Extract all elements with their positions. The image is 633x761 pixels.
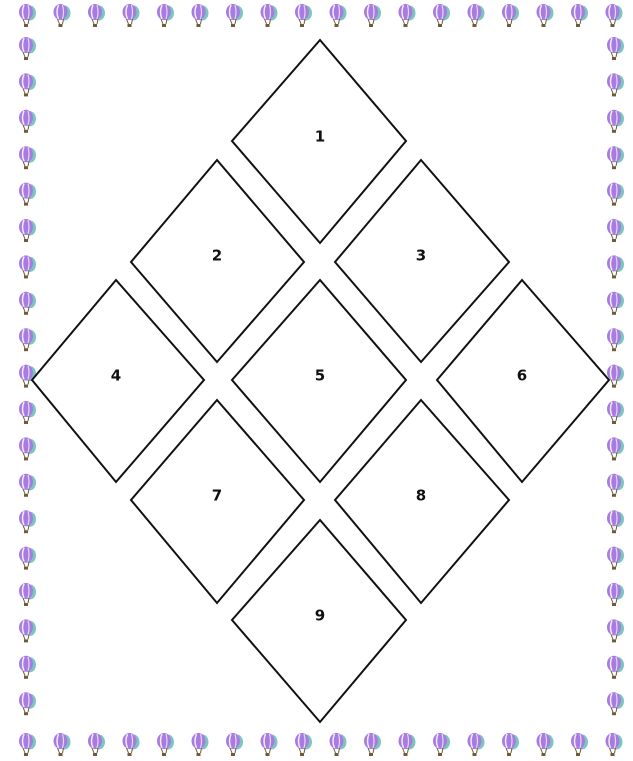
hot-air-balloon-icon	[295, 733, 312, 756]
hot-air-balloon-icon	[607, 292, 624, 315]
hot-air-balloon-icon	[607, 547, 624, 570]
hot-air-balloon-icon	[123, 733, 140, 756]
hot-air-balloon-icon	[88, 733, 105, 756]
hot-air-balloon-icon	[537, 4, 554, 27]
hot-air-balloon-icon	[468, 733, 485, 756]
hot-air-balloon-icon	[330, 4, 347, 27]
hot-air-balloon-icon	[399, 4, 416, 27]
hot-air-balloon-icon	[330, 733, 347, 756]
hot-air-balloon-icon	[157, 4, 174, 27]
hot-air-balloon-icon	[364, 733, 381, 756]
diamond-label-6: 6	[517, 367, 527, 385]
hot-air-balloon-icon	[606, 4, 623, 27]
hot-air-balloon-icon	[54, 733, 71, 756]
hot-air-balloon-icon	[607, 437, 624, 460]
hot-air-balloon-icon	[571, 4, 588, 27]
hot-air-balloon-icon	[19, 547, 36, 570]
hot-air-balloon-icon	[19, 437, 36, 460]
hot-air-balloon-icon	[502, 733, 519, 756]
hot-air-balloon-icon	[19, 510, 36, 533]
hot-air-balloon-icon	[364, 4, 381, 27]
hot-air-balloon-icon	[433, 4, 450, 27]
hot-air-balloon-icon	[607, 474, 624, 497]
hot-air-balloon-icon	[54, 4, 71, 27]
hot-air-balloon-icon	[607, 146, 624, 169]
hot-air-balloon-icon	[502, 4, 519, 27]
hot-air-balloon-icon	[19, 146, 36, 169]
hot-air-balloon-icon	[19, 583, 36, 606]
hot-air-balloon-icon	[607, 73, 624, 96]
hot-air-balloon-icon	[606, 733, 623, 756]
diamond-label-2: 2	[212, 247, 222, 265]
hot-air-balloon-icon	[19, 656, 36, 679]
hot-air-balloon-icon	[19, 733, 36, 756]
hot-air-balloon-icon	[19, 37, 36, 60]
hot-air-balloon-icon	[19, 401, 36, 424]
hot-air-balloon-icon	[19, 255, 36, 278]
hot-air-balloon-icon	[607, 37, 624, 60]
hot-air-balloon-icon	[607, 510, 624, 533]
hot-air-balloon-icon	[537, 733, 554, 756]
hot-air-balloon-icon	[226, 733, 243, 756]
diamond-grid: 1 2 3 4 5 6 7 8	[32, 40, 609, 722]
diamond-label-1: 1	[315, 128, 325, 146]
hot-air-balloon-icon	[261, 4, 278, 27]
hot-air-balloon-icon	[607, 255, 624, 278]
hot-air-balloon-icon	[19, 619, 36, 642]
diamond-label-3: 3	[416, 247, 426, 265]
hot-air-balloon-icon	[19, 365, 36, 388]
hot-air-balloon-icon	[607, 110, 624, 133]
hot-air-balloon-icon	[226, 4, 243, 27]
hot-air-balloon-icon	[19, 219, 36, 242]
hot-air-balloon-icon	[571, 733, 588, 756]
hot-air-balloon-icon	[19, 73, 36, 96]
diamond-label-9: 9	[315, 607, 325, 625]
hot-air-balloon-icon	[19, 110, 36, 133]
hot-air-balloon-icon	[607, 583, 624, 606]
hot-air-balloon-icon	[607, 365, 624, 388]
diamond-label-5: 5	[315, 367, 325, 385]
hot-air-balloon-icon	[607, 219, 624, 242]
hot-air-balloon-icon	[19, 328, 36, 351]
hot-air-balloon-icon	[19, 474, 36, 497]
hot-air-balloon-icon	[468, 4, 485, 27]
hot-air-balloon-icon	[607, 328, 624, 351]
hot-air-balloon-icon	[192, 4, 209, 27]
hot-air-balloon-icon	[19, 4, 36, 27]
hot-air-balloon-icon	[399, 733, 416, 756]
diamond-label-7: 7	[212, 487, 222, 505]
hot-air-balloon-icon	[295, 4, 312, 27]
hot-air-balloon-icon	[261, 733, 278, 756]
hot-air-balloon-icon	[88, 4, 105, 27]
hot-air-balloon-icon	[157, 733, 174, 756]
hot-air-balloon-icon	[607, 183, 624, 206]
hot-air-balloon-icon	[433, 733, 450, 756]
hot-air-balloon-icon	[19, 183, 36, 206]
hot-air-balloon-icon	[19, 292, 36, 315]
hot-air-balloon-icon	[19, 692, 36, 715]
hot-air-balloon-icon	[607, 692, 624, 715]
hot-air-balloon-icon	[607, 401, 624, 424]
hot-air-balloon-icon	[607, 619, 624, 642]
diamond-label-8: 8	[416, 487, 426, 505]
hot-air-balloon-icon	[123, 4, 140, 27]
hot-air-balloon-icon	[607, 656, 624, 679]
diamond-label-4: 4	[111, 367, 121, 385]
hot-air-balloon-icon	[192, 733, 209, 756]
